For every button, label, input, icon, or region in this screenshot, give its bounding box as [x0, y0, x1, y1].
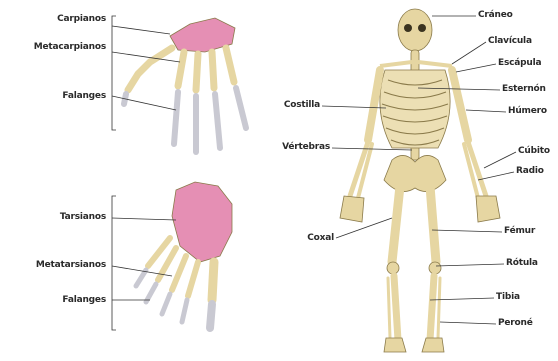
label-fibula: Peroné — [498, 318, 533, 329]
hand-phalanx-3 — [215, 94, 220, 148]
label-foot-phalanges: Falanges — [36, 295, 106, 306]
tibia-left — [394, 276, 398, 340]
skeleton-hand-right — [476, 196, 500, 222]
hand-illustration — [124, 18, 246, 152]
hand-metacarpal-3 — [212, 52, 214, 88]
femur-right — [430, 186, 436, 262]
skeleton-foot-right — [422, 338, 444, 352]
hand-phalanx-4 — [236, 88, 246, 128]
label-patella: Rótula — [506, 258, 538, 269]
foot-metatarsal-3 — [172, 256, 186, 290]
eye-socket-right — [418, 24, 426, 32]
clavicle-right — [418, 62, 452, 66]
label-clavicle: Clavícula — [488, 36, 532, 47]
label-vertebrae: Vértebras — [250, 142, 330, 153]
label-sternum: Esternón — [502, 84, 546, 95]
skull — [398, 9, 432, 51]
label-humerus: Húmero — [508, 106, 547, 117]
ribcage — [380, 70, 450, 148]
femur-left — [392, 186, 400, 262]
label-ulna: Cúbito — [518, 146, 550, 157]
fibula-left — [388, 278, 390, 338]
hand-metacarpal-4 — [226, 48, 234, 82]
foot-metatarsal-1 — [212, 262, 214, 300]
patella-right — [429, 262, 441, 274]
hand-phalanx-1 — [174, 92, 178, 144]
hand-metacarpal-2 — [196, 54, 198, 90]
label-radius: Radio — [516, 166, 544, 177]
foot-tarsals — [172, 182, 232, 262]
foot-illustration — [136, 182, 232, 328]
eye-socket-left — [404, 24, 412, 32]
foot-phalanx-2 — [182, 300, 187, 322]
skeleton-hand-left — [340, 196, 364, 222]
foot-phalanx-1 — [210, 304, 212, 328]
label-carpals: Carpianos — [36, 14, 106, 25]
hand-thumb — [128, 48, 172, 90]
foot-phalanx-5 — [136, 270, 146, 286]
label-hand-phalanges: Falanges — [36, 91, 106, 102]
foot-phalanx-4 — [146, 284, 156, 302]
hand-metacarpal-1 — [178, 52, 184, 86]
foot-phalanx-3 — [162, 294, 170, 314]
label-tarsals: Tarsianos — [36, 212, 106, 223]
tibia-right — [430, 276, 434, 340]
label-scapula: Escápula — [498, 58, 541, 69]
patella-left — [387, 262, 399, 274]
label-tibia: Tibia — [496, 292, 520, 303]
label-pelvis: Coxal — [270, 233, 334, 244]
full-skeleton — [340, 9, 500, 352]
label-femur: Fémur — [504, 226, 535, 237]
skeleton-foot-left — [384, 338, 406, 352]
label-metatarsals: Metatarsianos — [4, 260, 106, 271]
label-skull: Cráneo — [478, 10, 513, 21]
pelvis — [384, 155, 446, 191]
humerus-left — [368, 70, 380, 140]
label-metacarpals: Metacarpianos — [6, 42, 106, 53]
label-ribs: Costilla — [250, 100, 320, 111]
fibula-right — [438, 278, 440, 338]
clavicle-left — [380, 62, 412, 66]
foot-metatarsal-2 — [188, 262, 198, 296]
humerus-right — [452, 70, 468, 140]
